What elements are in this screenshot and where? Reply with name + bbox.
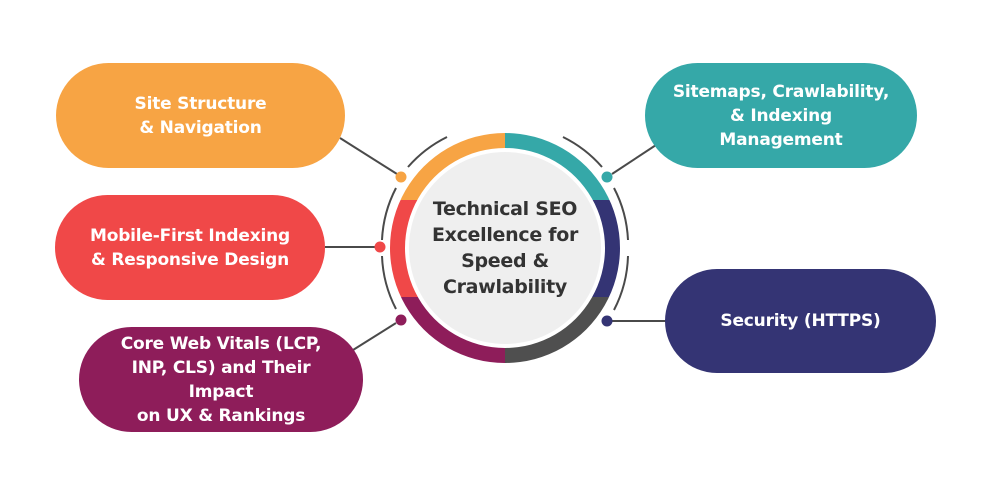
dot-orange — [395, 171, 407, 183]
connector-sitemaps — [611, 144, 657, 175]
center-disk — [409, 152, 601, 344]
connector-site-structure — [339, 137, 398, 175]
node-label: Core Web Vitals (LCP, INP, CLS) and Thei… — [120, 333, 322, 426]
dot-purple — [395, 314, 407, 326]
node-mobile-first: Mobile-First Indexing & Responsive Desig… — [55, 195, 325, 300]
center-title: Technical SEO Excellence for Speed & Cra… — [409, 152, 601, 344]
dot-navy — [601, 315, 613, 327]
node-label: Mobile-First Indexing & Responsive Desig… — [90, 225, 290, 270]
node-sitemaps: Sitemaps, Crawlability, & Indexing Manag… — [645, 63, 917, 168]
outer-arcs — [381, 136, 629, 311]
node-site-structure: Site Structure & Navigation — [56, 63, 345, 168]
node-core-web-vitals: Core Web Vitals (LCP, INP, CLS) and Thei… — [79, 327, 363, 432]
dot-red — [374, 241, 386, 253]
center-title-text: Technical SEO Excellence for Speed & Cra… — [431, 198, 579, 298]
node-label: Sitemaps, Crawlability, & Indexing Manag… — [672, 81, 890, 150]
connector-core-web-vitals — [352, 322, 397, 351]
connector-lines — [325, 137, 666, 351]
dot-teal — [601, 171, 613, 183]
node-security: Security (HTTPS) — [665, 269, 936, 373]
node-label: Security (HTTPS) — [720, 311, 881, 331]
node-label: Site Structure & Navigation — [134, 93, 267, 138]
